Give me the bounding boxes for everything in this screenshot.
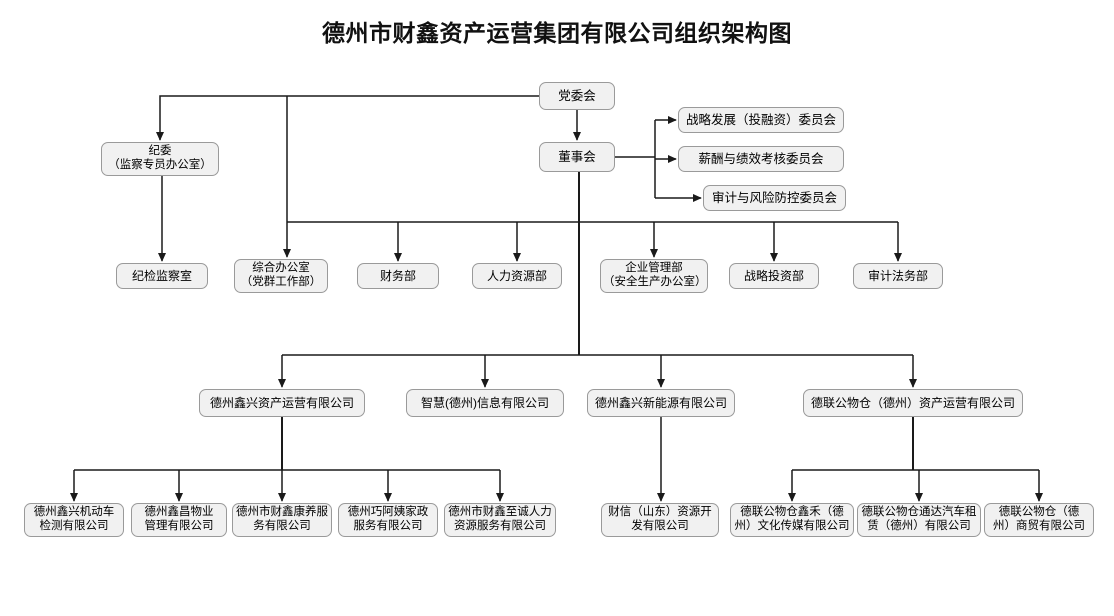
node-subsidiary-delian-public-warehouse[interactable]: 德联公物仓（德州）资产运营有限公司 [803, 389, 1023, 417]
node-label: 综合办公室 （党群工作部） [240, 262, 322, 288]
node-leaf-xinchang-property-management[interactable]: 德州鑫昌物业 管理有限公司 [131, 503, 227, 537]
node-leaf-caixin-shandong-resource[interactable]: 财信（山东）资源开 发有限公司 [601, 503, 719, 537]
node-label: 战略投资部 [743, 268, 804, 283]
node-compensation-performance-committee[interactable]: 薪酬与绩效考核委员会 [678, 146, 844, 172]
node-inspection-office[interactable]: 纪检监察室 [116, 263, 208, 289]
node-leaf-tongda-car-rental[interactable]: 德联公物仓通达汽车租 赁（德州）有限公司 [857, 503, 981, 537]
node-label: 审计法务部 [867, 268, 928, 283]
node-label: 人力资源部 [486, 268, 547, 283]
node-leaf-caixin-health-care[interactable]: 德州市财鑫康养服 务有限公司 [232, 503, 332, 537]
node-strategic-investment-department[interactable]: 战略投资部 [729, 263, 819, 289]
node-label: 薪酬与绩效考核委员会 [698, 151, 824, 166]
node-label: 德联公物仓鑫禾（德 州）文化传媒有限公司 [734, 506, 850, 532]
node-audit-legal-department[interactable]: 审计法务部 [853, 263, 943, 289]
node-label: 智慧(德州)信息有限公司 [421, 395, 549, 410]
node-label: 德联公物仓（德州）资产运营有限公司 [810, 395, 1015, 410]
node-label: 纪委 （监察专员办公室） [108, 145, 212, 171]
node-label: 审计与风险防控委员会 [711, 190, 837, 205]
node-label: 德州巧阿姨家政 服务有限公司 [347, 506, 429, 532]
node-subsidiary-xinxing-asset-operation[interactable]: 德州鑫兴资产运营有限公司 [199, 389, 365, 417]
node-label: 德州鑫兴机动车 检测有限公司 [33, 506, 115, 532]
node-label: 董事会 [558, 149, 596, 164]
node-label: 德州鑫兴资产运营有限公司 [209, 395, 354, 410]
node-audit-risk-committee[interactable]: 审计与风险防控委员会 [703, 185, 846, 211]
node-strategy-development-committee[interactable]: 战略发展（投融资）委员会 [678, 107, 844, 133]
node-leaf-caixin-zhicheng-hr[interactable]: 德州市财鑫至诚人力 资源服务有限公司 [444, 503, 556, 537]
node-leaf-qiaoayi-housekeeping[interactable]: 德州巧阿姨家政 服务有限公司 [338, 503, 438, 537]
node-label: 党委会 [558, 88, 596, 103]
node-label: 德州市财鑫至诚人力 资源服务有限公司 [448, 506, 552, 532]
node-label: 企业管理部 （安全生产办公室） [603, 262, 707, 288]
node-leaf-delian-trading[interactable]: 德联公物仓（德 州）商贸有限公司 [984, 503, 1094, 537]
node-subsidiary-xinxing-new-energy[interactable]: 德州鑫兴新能源有限公司 [587, 389, 735, 417]
node-label: 财信（山东）资源开 发有限公司 [608, 506, 712, 532]
node-subsidiary-zhihui-dezhou-information[interactable]: 智慧(德州)信息有限公司 [406, 389, 564, 417]
node-label: 纪检监察室 [131, 268, 192, 283]
edge-party-discipline [155, 95, 539, 141]
node-finance-department[interactable]: 财务部 [357, 263, 439, 289]
node-board-of-directors[interactable]: 董事会 [539, 142, 615, 172]
node-leaf-xinxing-vehicle-inspection[interactable]: 德州鑫兴机动车 检测有限公司 [24, 503, 124, 537]
node-discipline-commission[interactable]: 纪委 （监察专员办公室） [101, 142, 219, 176]
node-label: 财务部 [379, 268, 416, 283]
node-label: 德州市财鑫康养服 务有限公司 [236, 506, 328, 532]
node-label: 德联公物仓通达汽车租 赁（德州）有限公司 [861, 506, 977, 532]
node-leaf-xinhe-culture-media[interactable]: 德联公物仓鑫禾（德 州）文化传媒有限公司 [730, 503, 854, 537]
node-general-office[interactable]: 综合办公室 （党群工作部） [234, 259, 328, 293]
node-label: 德州鑫昌物业 管理有限公司 [144, 506, 214, 532]
node-enterprise-management-department[interactable]: 企业管理部 （安全生产办公室） [600, 259, 708, 293]
node-label: 战略发展（投融资）委员会 [685, 112, 836, 127]
node-label: 德联公物仓（德 州）商贸有限公司 [993, 506, 1085, 532]
node-label: 德州鑫兴新能源有限公司 [594, 395, 727, 410]
node-party-committee[interactable]: 党委会 [539, 82, 615, 110]
page-title: 德州市财鑫资产运营集团有限公司组织架构图 [322, 20, 792, 46]
node-human-resources-department[interactable]: 人力资源部 [472, 263, 562, 289]
